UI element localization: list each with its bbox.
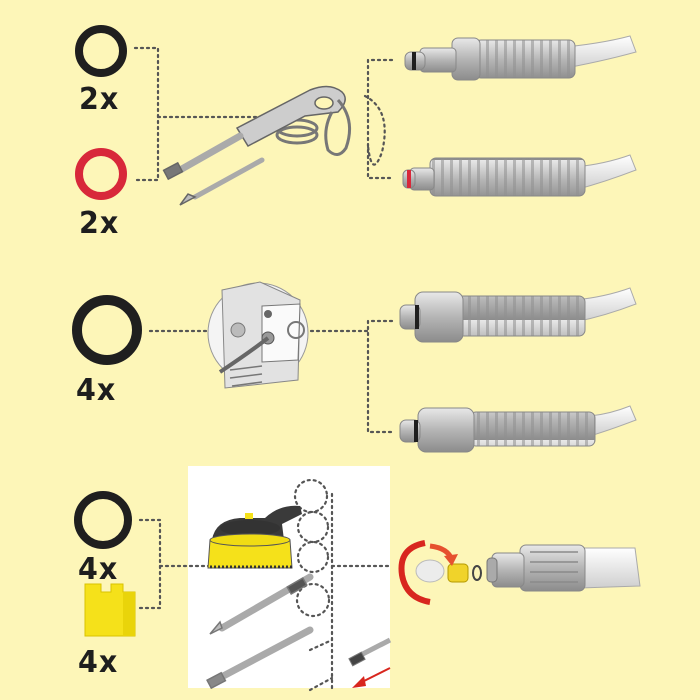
quantity-label: 2x [79, 82, 120, 117]
quick-coupling-black [404, 35, 637, 81]
quantity-label: 2x [79, 206, 120, 241]
threaded-coupling-lower [399, 405, 637, 453]
accessories-panel [188, 466, 390, 688]
quantity-label: 4x [78, 552, 119, 587]
black-o-ring-icon [75, 25, 127, 77]
lance-partial [348, 637, 392, 667]
threaded-coupling-upper [399, 287, 637, 343]
red-arrow-small [352, 667, 391, 688]
lance-long [206, 626, 314, 690]
large-black-o-ring-icon [72, 295, 142, 365]
quick-coupling-red [402, 154, 637, 197]
yellow-nozzle-insert-icon [83, 582, 137, 638]
surface-cleaner [207, 505, 302, 569]
rotate-arrow-icon [398, 540, 458, 605]
spray-gun [162, 85, 352, 206]
red-o-ring-icon [75, 148, 127, 200]
quantity-label: 4x [78, 645, 119, 680]
nozzle-assembly [415, 544, 641, 592]
lance-short [209, 573, 314, 635]
machine-outlet [207, 281, 309, 389]
black-o-ring-icon [74, 491, 132, 549]
quantity-label: 4x [76, 373, 117, 408]
